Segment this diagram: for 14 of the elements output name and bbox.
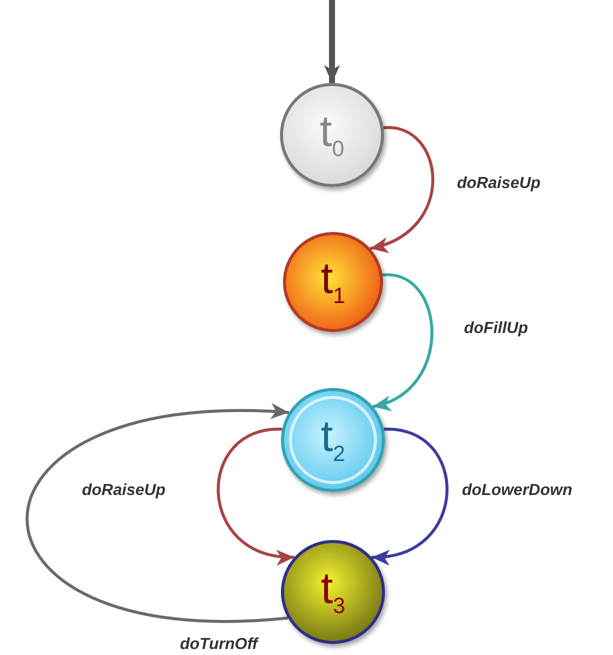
state-label: t$_{0}$ (320, 110, 344, 160)
edge-label: doRaiseUp (455, 175, 543, 193)
arrow (216, 428, 294, 564)
state-circle (281, 540, 385, 644)
edge-label: doFillUp (462, 320, 530, 338)
edge-label: doRaiseUp (80, 482, 168, 500)
arrow (370, 126, 434, 252)
state-label: t$_{2}$ (320, 415, 346, 465)
state-label: t$_{3}$ (320, 567, 346, 617)
arrow (372, 428, 448, 564)
arrow (372, 274, 434, 409)
arrow (26, 404, 289, 623)
arrow (324, 0, 340, 83)
state-label: t$_{1}$ (320, 257, 346, 307)
